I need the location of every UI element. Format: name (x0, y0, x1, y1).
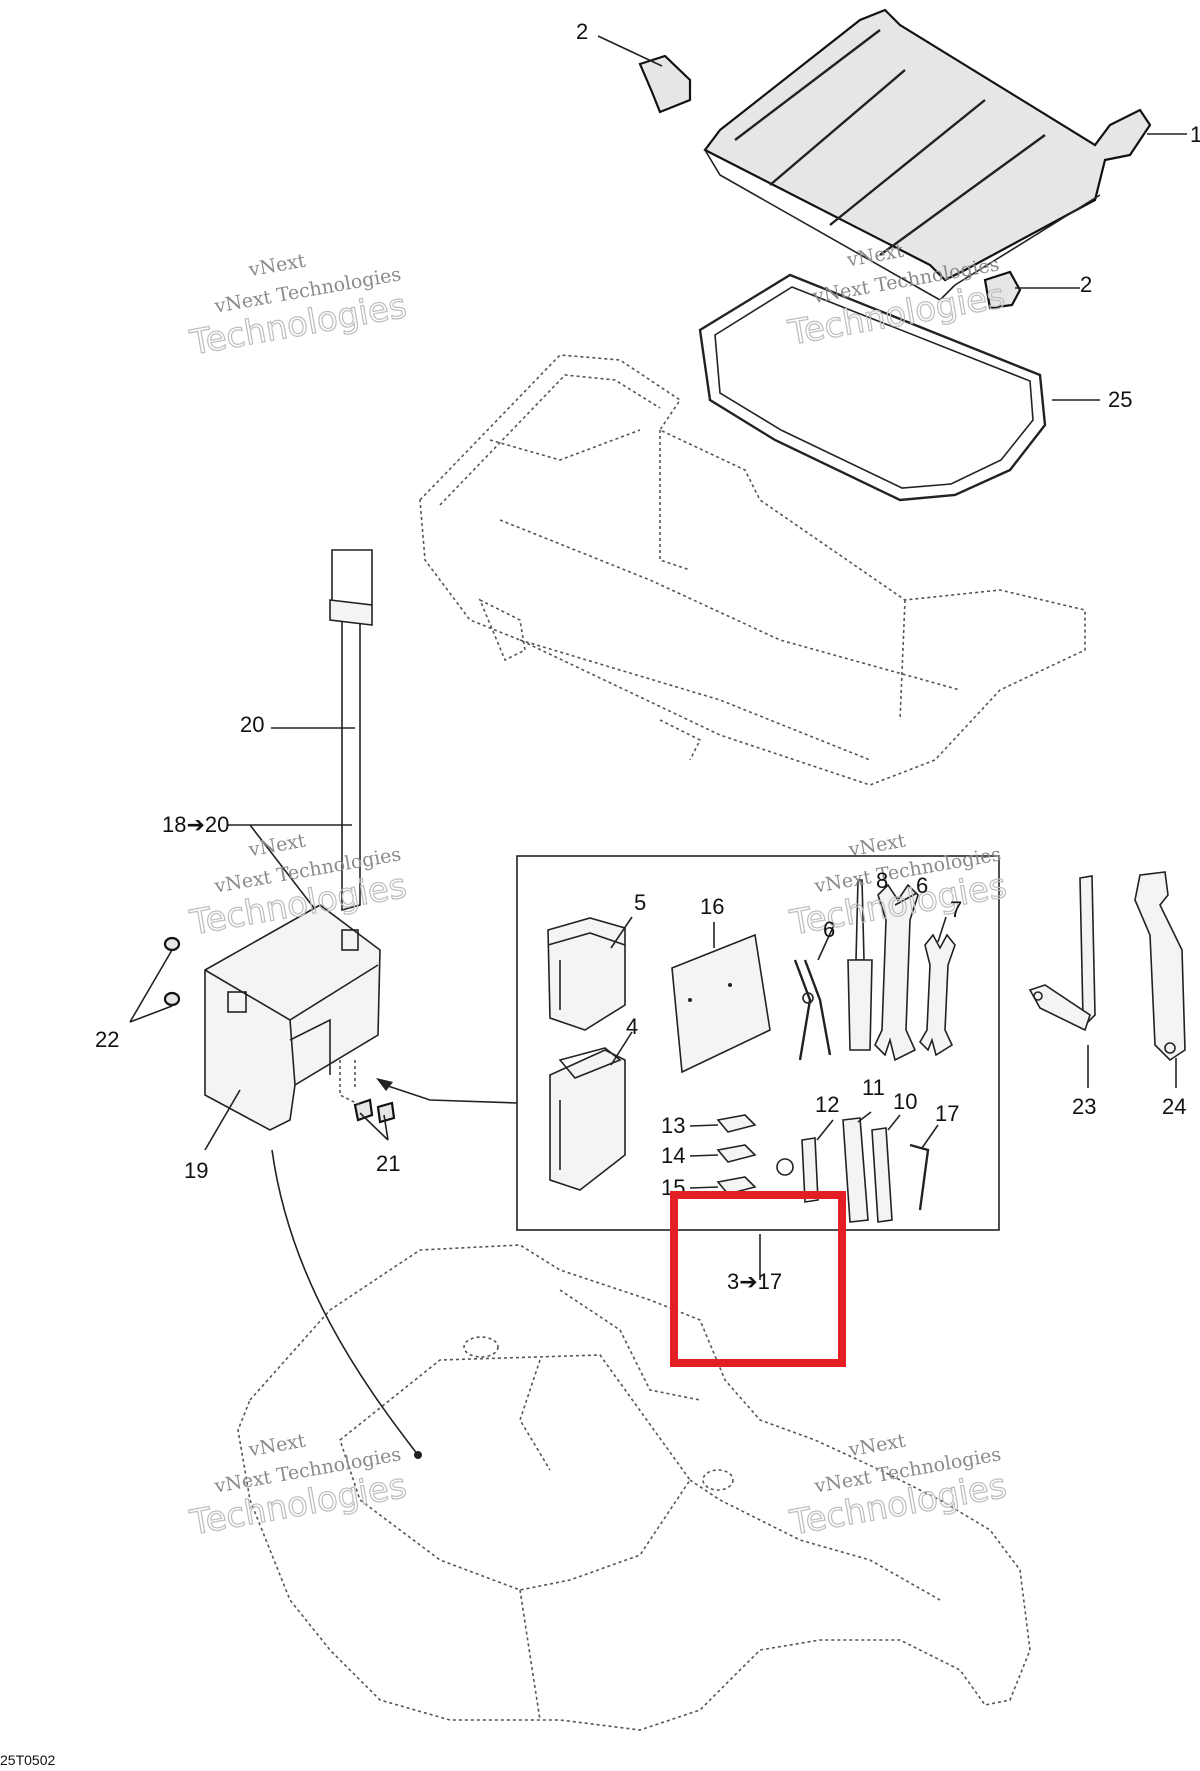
tool-bag-part (549, 1047, 626, 1191)
socket-small-part (871, 1127, 893, 1223)
kit-to-holder-arrow (376, 1078, 518, 1104)
watermark-group-6: vNext vNext Technologies Technologies (786, 1430, 1010, 1544)
strap-part (329, 549, 373, 912)
part-label-6-pliers[interactable]: 6 (823, 917, 835, 942)
part-label-3-17[interactable]: 3➔17 (727, 1269, 782, 1294)
part-labels: 1 2 2 25 20 18➔20 22 19 21 5 4 16 8 6 6 … (95, 19, 1200, 1294)
watermark-group-4: vNext vNext Technologies Technologies (786, 830, 1010, 944)
body-reference-outline (237, 1244, 1031, 1731)
watermark-text-small: vNext (846, 1430, 907, 1462)
watermark-text-small: vNext (844, 240, 905, 272)
pliers-part (793, 959, 832, 1061)
rear-rack-part (703, 8, 1152, 301)
clip-part-upper (638, 54, 692, 114)
wrench-small-part (918, 933, 956, 1057)
washer-parts (163, 936, 181, 1007)
socket-wrench-part (842, 1117, 869, 1223)
part-label-11[interactable]: 11 (862, 1075, 885, 1100)
leader-lines (129, 35, 1187, 1280)
part-label-21[interactable]: 21 (376, 1151, 400, 1176)
part-label-2-upper[interactable]: 2 (576, 19, 588, 44)
part-label-14[interactable]: 14 (661, 1143, 685, 1168)
rack-gasket-part (698, 273, 1047, 502)
watermark-group-5: vNext vNext Technologies Technologies (186, 1430, 410, 1544)
holder-location-dot (414, 1451, 422, 1459)
highlight-box (670, 1191, 846, 1367)
part-label-7[interactable]: 7 (950, 897, 962, 922)
tool-23-part (1028, 875, 1096, 1032)
watermark-text-small: vNext (246, 1430, 307, 1462)
part-label-24[interactable]: 24 (1162, 1094, 1186, 1119)
part-label-20[interactable]: 20 (240, 712, 264, 737)
part-label-22[interactable]: 22 (95, 1027, 119, 1052)
part-label-4[interactable]: 4 (626, 1014, 638, 1039)
part-label-12[interactable]: 12 (815, 1092, 839, 1117)
watermark-text-small: vNext (246, 250, 307, 282)
part-label-6-wrench[interactable]: 6 (916, 873, 928, 898)
part-label-1[interactable]: 1 (1190, 122, 1200, 147)
drawing-code: 25T0502 (0, 1752, 55, 1768)
part-label-25[interactable]: 25 (1108, 387, 1132, 412)
tool-24-part (1134, 871, 1186, 1062)
part-label-5[interactable]: 5 (634, 890, 646, 915)
fuse-parts (689, 1114, 757, 1195)
clip-part-lower (983, 270, 1022, 310)
part-label-18-20[interactable]: 18➔20 (162, 812, 229, 837)
bolt-parts (339, 1060, 396, 1124)
watermark-group-1: vNext vNext Technologies Technologies (186, 250, 410, 364)
screwdriver-part (847, 879, 873, 1051)
toolbox-holder-part (204, 904, 381, 1131)
tool-bag-lid-part (547, 917, 626, 1031)
part-label-19[interactable]: 19 (184, 1158, 208, 1183)
part-label-16[interactable]: 16 (700, 894, 724, 919)
part-label-13[interactable]: 13 (661, 1113, 685, 1138)
part-label-10[interactable]: 10 (893, 1089, 917, 1114)
part-label-2-lower[interactable]: 2 (1080, 272, 1092, 297)
part-label-17[interactable]: 17 (935, 1101, 959, 1126)
part-label-23[interactable]: 23 (1072, 1094, 1096, 1119)
spark-plug-gauge-part (776, 1137, 819, 1203)
frame-reference-outline (419, 354, 1086, 786)
wrench-large-part (874, 883, 919, 1062)
part-label-8[interactable]: 8 (876, 868, 888, 893)
instruction-sheet-part (671, 933, 771, 1074)
hex-key-part (909, 1143, 930, 1211)
watermark-text-small: vNext (246, 830, 307, 862)
holder-location-curve (271, 1149, 419, 1456)
tool-kit-group-box (516, 855, 1000, 1231)
